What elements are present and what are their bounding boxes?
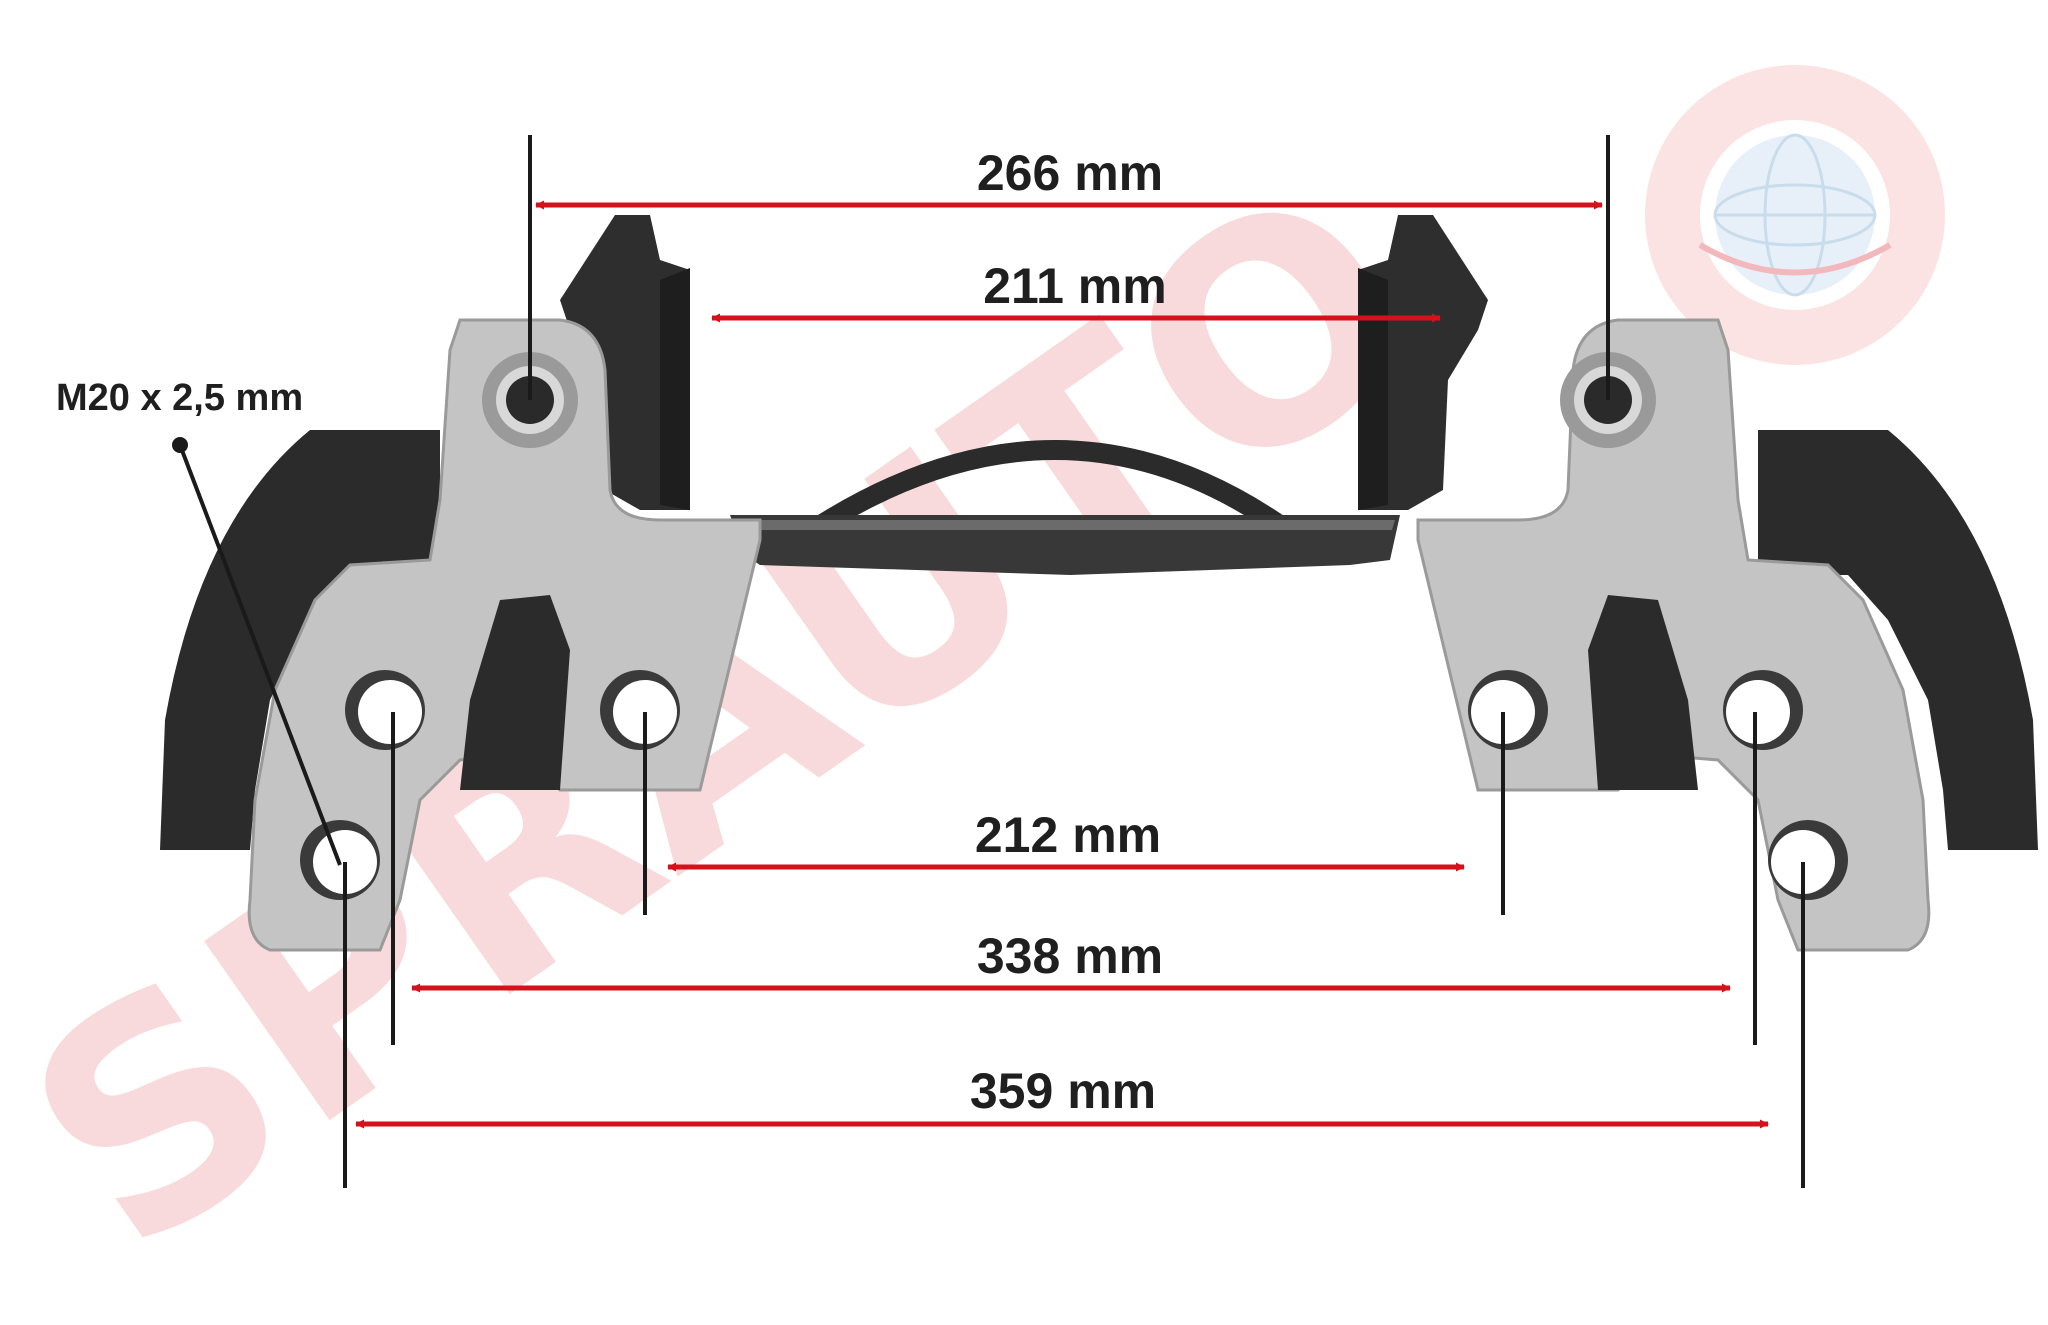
dimension-label-359: 359 mm <box>970 1063 1156 1119</box>
guide-lines <box>343 135 1805 1188</box>
dimension-label-266: 266 mm <box>977 145 1163 201</box>
globe-icon <box>1645 65 1945 365</box>
center-bridge <box>730 440 1400 575</box>
dimension-label-212: 212 mm <box>975 807 1161 863</box>
thread-label: M20 x 2,5 mm <box>56 377 303 419</box>
dimension-arrows <box>355 200 1769 1129</box>
dimension-label-211: 211 mm <box>983 258 1166 314</box>
thread-callout: M20 x 2,5 mm <box>56 377 342 866</box>
thread-callout-leader <box>178 444 342 866</box>
right-carrier <box>1358 215 2038 952</box>
dimension-labels: 266 mm 211 mm 212 mm 338 mm 359 mm <box>970 145 1167 1119</box>
dimension-label-338: 338 mm <box>977 928 1163 984</box>
